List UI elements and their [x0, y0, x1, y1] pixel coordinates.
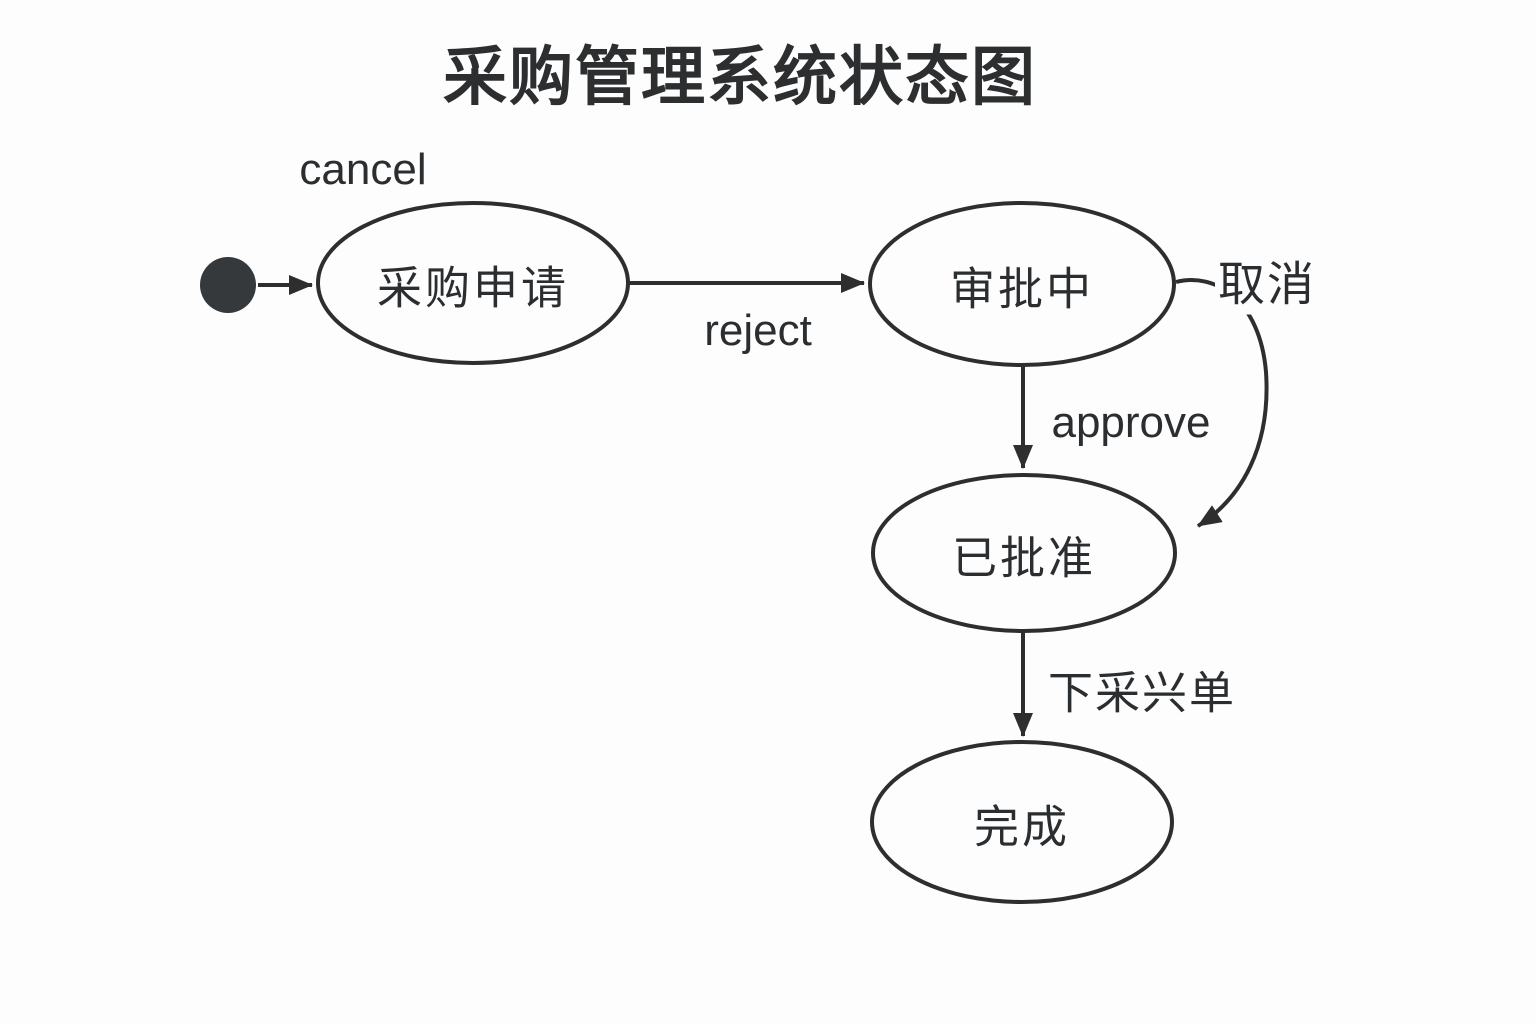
state-label-approved: 已批准: [951, 532, 1097, 584]
initial-state-dot: [200, 257, 256, 313]
page-title: 采购管理系统状态图: [443, 41, 1037, 113]
state-label-under-approval: 审批中: [949, 263, 1095, 315]
transition-label-cancel: cancel: [296, 145, 430, 195]
state-ellipse-purchase-request: [316, 201, 630, 365]
state-label-purchase-request: 采购申请: [376, 262, 570, 314]
state-ellipse-under-approval: [868, 201, 1176, 367]
transition-label-quxiao: 取消: [1215, 245, 1319, 315]
transition-label-reject: reject: [701, 306, 815, 356]
state-ellipse-completed: [870, 740, 1174, 904]
transition-label-approve: approve: [1048, 398, 1214, 448]
curve-under-approval-to-approved-cancel: [1175, 278, 1269, 528]
state-ellipse-approved: [871, 473, 1177, 633]
transition-label-place-order: 下采兴单: [1044, 656, 1240, 722]
state-label-completed: 完成: [973, 801, 1071, 853]
